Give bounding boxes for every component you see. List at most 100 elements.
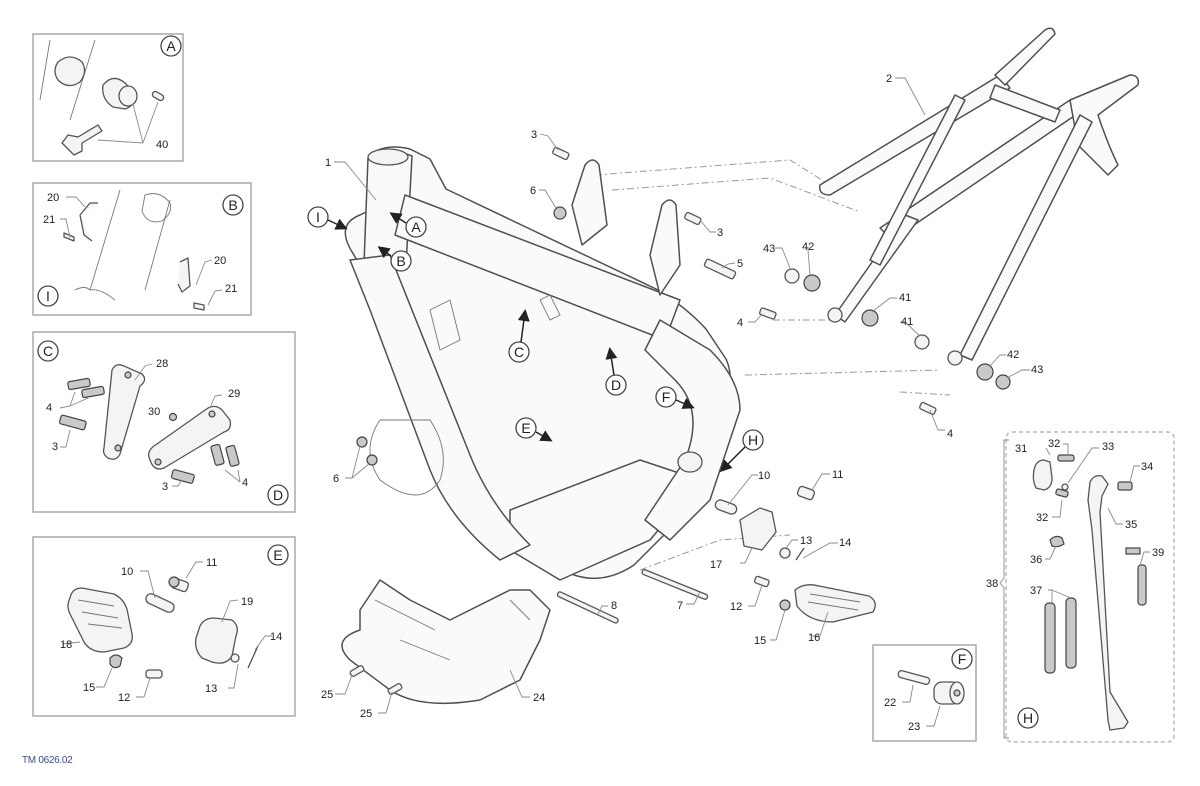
callout-5: 5	[737, 258, 743, 270]
bushing-icon	[861, 309, 879, 327]
detail-box-c-d: 28 4 3 30 29 3 4 C D	[32, 331, 296, 513]
callout-25-b: 25	[360, 708, 372, 720]
cable-guide-icon	[79, 202, 98, 242]
right-downtube	[644, 319, 741, 541]
spacer-icon	[803, 274, 821, 292]
callout-15: 15	[83, 682, 95, 694]
footer-code: TM 0626.02	[22, 755, 73, 766]
callout-3-d: 3	[162, 481, 168, 493]
callout-32-a: 32	[1048, 438, 1060, 450]
callout-12: 12	[730, 601, 742, 613]
main-frame-drawing	[344, 146, 951, 581]
callout-4-lower: 4	[947, 428, 953, 440]
callout-17: 17	[710, 559, 722, 571]
ignition-mount-icon	[54, 56, 86, 87]
location-markers: I A B C D F E H	[307, 206, 764, 473]
skid-plate	[341, 579, 551, 705]
bolt-icon	[210, 443, 225, 466]
nut-icon	[356, 436, 368, 448]
callout-13: 13	[205, 683, 217, 695]
washer-icon	[230, 653, 240, 663]
bolt-icon	[168, 576, 190, 593]
bolt-icon	[81, 385, 105, 399]
callout-40: 40	[156, 139, 168, 151]
callout-2: 2	[886, 73, 892, 85]
stand-bracket-icon	[1032, 459, 1053, 491]
detail-label-e: E	[273, 547, 282, 563]
callout-15: 15	[754, 635, 766, 647]
clip-icon	[109, 654, 123, 669]
bolt-icon	[919, 401, 937, 415]
callout-41-b: 41	[901, 316, 913, 328]
bolt-icon	[67, 377, 91, 391]
callout-34: 34	[1141, 461, 1153, 473]
bolt-icon	[1057, 454, 1075, 462]
callout-31: 31	[1015, 443, 1027, 455]
main-leaders	[334, 77, 1030, 714]
detail-label-a: A	[166, 38, 176, 54]
callout-39: 39	[1152, 547, 1164, 559]
detail-label-h: H	[1023, 710, 1033, 726]
stand-switch-icon	[1125, 547, 1147, 606]
screw-icon	[387, 682, 403, 696]
detail-label-c: C	[43, 343, 53, 359]
left-downtube	[349, 254, 531, 561]
callout-13: 13	[800, 535, 812, 547]
callout-21-b: 21	[225, 283, 237, 295]
engine-mount-bracket-icon	[148, 405, 232, 470]
callout-10: 10	[758, 470, 770, 482]
footpeg-bracket-icon	[739, 507, 777, 551]
callout-42-a: 42	[802, 241, 814, 253]
axle-icon	[641, 568, 709, 600]
location-label-d: D	[611, 377, 621, 393]
screw-icon	[193, 302, 205, 311]
callout-25-a: 25	[321, 689, 333, 701]
spring-icon	[1065, 597, 1077, 669]
bolt-icon	[145, 669, 163, 679]
axle-icon	[556, 591, 619, 624]
callout-21-a: 21	[43, 214, 55, 226]
bolt-icon	[684, 211, 702, 225]
washer-icon	[1061, 483, 1069, 491]
location-label-i: I	[316, 209, 320, 225]
bolt-icon	[703, 258, 737, 280]
subframe-drawing	[818, 27, 1140, 366]
screw-icon	[349, 664, 365, 678]
spacer-icon	[976, 363, 994, 381]
callout-6-top: 6	[530, 185, 536, 197]
callout-36: 36	[1030, 554, 1042, 566]
callout-7: 7	[677, 600, 683, 612]
nut-icon	[553, 206, 567, 220]
footpeg-icon	[67, 587, 133, 653]
nut-icon	[168, 412, 178, 422]
cable-guide-icon	[177, 257, 191, 293]
callout-14: 14	[270, 631, 282, 643]
callout-42-b: 42	[1007, 349, 1019, 361]
detail-label-i: I	[46, 288, 50, 304]
callout-29: 29	[228, 388, 240, 400]
roller-icon	[933, 681, 965, 705]
callout-3-top: 3	[531, 129, 537, 141]
detail-label-d: D	[273, 487, 283, 503]
spring-icon	[1044, 602, 1056, 674]
washer-icon	[995, 374, 1011, 390]
callout-18: 18	[60, 639, 72, 651]
callout-37: 37	[1030, 585, 1042, 597]
key-icon	[61, 124, 103, 156]
bushing-icon	[914, 334, 930, 350]
main-callouts: 1 2 3 6 3 5 4 43 42 41 41 42 43 4 6 7 8 …	[321, 73, 1043, 720]
nut-icon	[366, 454, 378, 466]
bolt-icon	[1117, 481, 1133, 491]
detail-box-e: 10 11 19 18 14 15 12 13 E	[32, 536, 296, 717]
mount-tab-rear	[649, 199, 681, 296]
bolt-icon	[759, 307, 777, 320]
key-pin-icon	[151, 90, 165, 102]
callout-4-upper: 4	[737, 317, 743, 329]
callout-43-a: 43	[763, 243, 775, 255]
footpeg-icon	[794, 584, 876, 623]
callout-43-b: 43	[1031, 364, 1043, 376]
bolt-icon	[1055, 488, 1069, 498]
callout-20-a: 20	[47, 192, 59, 204]
location-label-h: H	[748, 432, 758, 448]
